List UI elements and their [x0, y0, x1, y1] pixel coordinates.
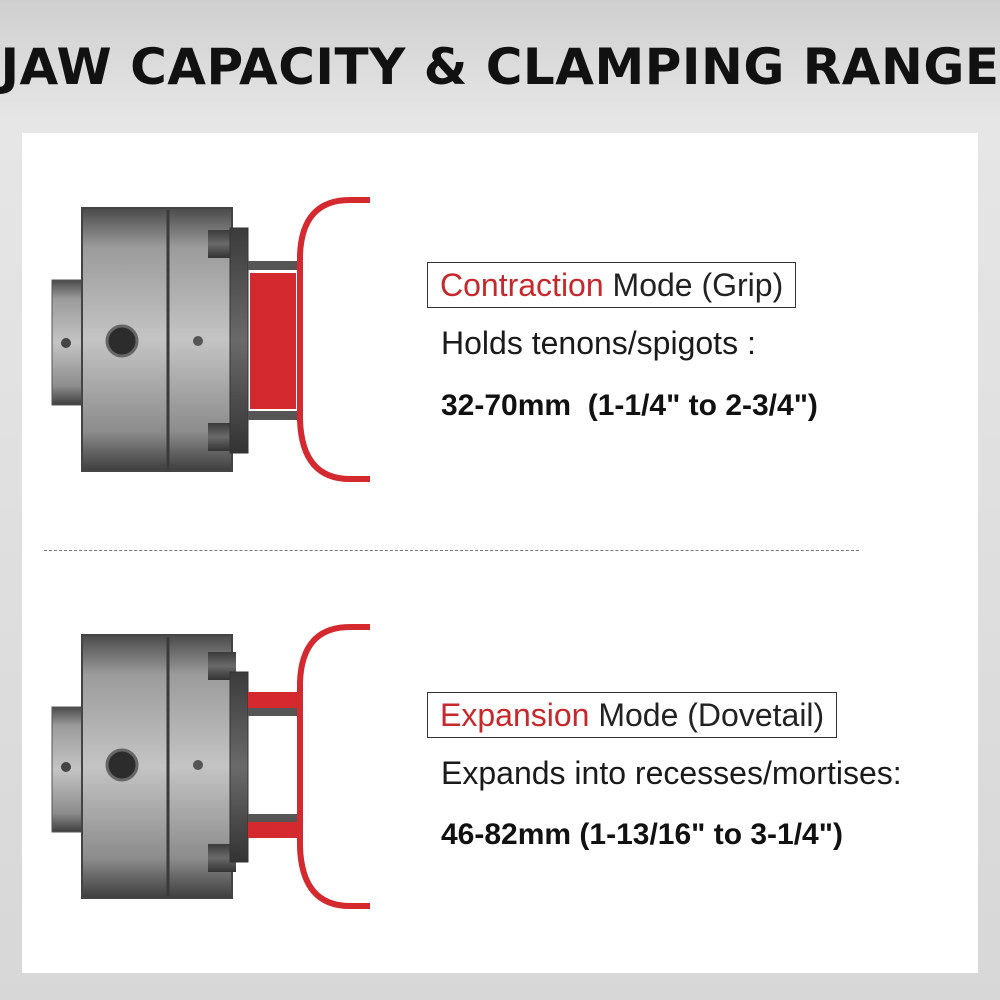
contraction-mode-accent: Contraction [440, 267, 604, 303]
tenon-highlight [250, 273, 296, 409]
set-screw-icon [61, 762, 71, 772]
chuck-contraction-illustration [51, 197, 370, 482]
contraction-mode-label: Contraction Mode (Grip) [427, 262, 797, 308]
recess-outline [297, 624, 370, 909]
expansion-mode-label: Expansion Mode (Dovetail) [427, 692, 838, 738]
pin-icon [193, 760, 203, 770]
contraction-description: Holds tenons/spigots : [441, 325, 756, 361]
page-title: JAW CAPACITY & CLAMPING RANGE [0, 38, 1000, 96]
expansion-mode-rest: Mode (Dovetail) [589, 697, 825, 733]
jaw-plate [229, 671, 249, 863]
section-divider [44, 550, 859, 551]
expansion-description: Expands into recesses/mortises: [441, 755, 902, 791]
jaw-plate [229, 227, 249, 454]
key-hole-icon [105, 324, 139, 358]
chuck-expansion-illustration [51, 624, 370, 909]
contraction-mode-rest: Mode (Grip) [603, 267, 784, 303]
contraction-range: 32-70mm (1-1/4" to 2-3/4") [441, 389, 818, 422]
expansion-mode-accent: Expansion [440, 697, 590, 733]
workpiece-outline [297, 197, 370, 482]
pin-icon [193, 336, 203, 346]
key-hole-icon [105, 748, 139, 782]
set-screw-icon [61, 338, 71, 348]
expansion-range: 46-82mm (1-13/16" to 3-1/4") [441, 818, 843, 851]
